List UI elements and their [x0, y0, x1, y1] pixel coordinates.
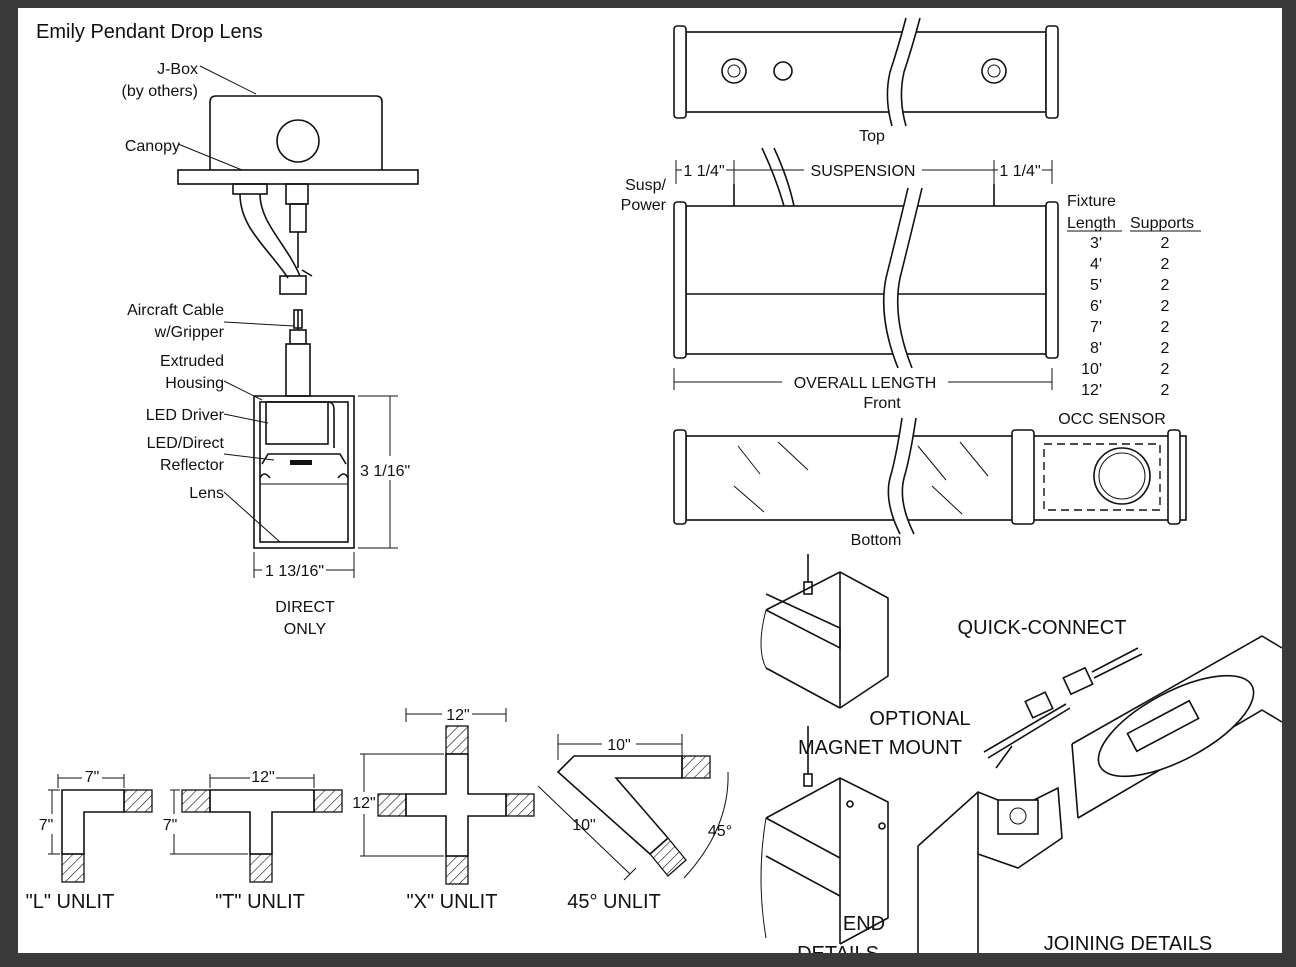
- table-cell-supports: 2: [1161, 298, 1170, 315]
- table-cell-supports: 2: [1161, 340, 1170, 357]
- quick-connect-label: QUICK-CONNECT: [958, 617, 1127, 639]
- lens-label: Lens: [189, 485, 224, 502]
- l-connector-label: "L" UNLIT: [26, 891, 115, 913]
- table-cell-supports: 2: [1161, 256, 1170, 273]
- front-view: 1 1/4" SUSPENSION 1 1/4" Susp/ Power OVE…: [621, 147, 1059, 412]
- led-direct-label-2: Reflector: [160, 457, 225, 474]
- led-driver-label: LED Driver: [146, 407, 225, 424]
- spec-drawing: Emily Pendant Drop Lens: [26, 17, 1282, 953]
- table-header-supports: Supports: [1130, 215, 1194, 232]
- canopy-label: Canopy: [125, 138, 180, 155]
- table-cell-supports: 2: [1161, 382, 1170, 399]
- angle-45-height: 10": [572, 817, 595, 834]
- top-view: Top: [673, 17, 1059, 145]
- table-cell-supports: 2: [1161, 319, 1170, 336]
- l-connector-height: 7": [39, 817, 54, 834]
- aircraft-cable-label-2: w/Gripper: [154, 324, 225, 341]
- magnet-mount-label-2: MAGNET MOUNT: [798, 737, 962, 759]
- aircraft-cable-label-1: Aircraft Cable: [127, 302, 224, 319]
- bottom-view: OCC SENSOR Bottom: [673, 411, 1187, 549]
- table-cell-length: 6': [1090, 298, 1102, 315]
- direct-only-label-2: ONLY: [284, 621, 327, 638]
- susp-power-label-1: Susp/: [625, 177, 666, 194]
- occ-sensor-label: OCC SENSOR: [1058, 411, 1166, 428]
- front-view-label: Front: [863, 395, 901, 412]
- joining-details-detail: [917, 635, 1282, 953]
- angle-45-label: 45° UNLIT: [567, 891, 661, 913]
- jbox-label-1: J-Box: [157, 61, 198, 78]
- drawing-sheet: Emily Pendant Drop Lens: [18, 8, 1282, 953]
- led-direct-label-1: LED/Direct: [147, 435, 225, 452]
- table-cell-length: 12': [1081, 382, 1102, 399]
- susp-power-label-2: Power: [621, 197, 667, 214]
- left-offset-dim: 1 1/4": [683, 163, 724, 180]
- end-details-detail: [760, 726, 889, 945]
- table-cell-length: 7': [1090, 319, 1102, 336]
- joining-details-label: JOINING DETAILS: [1044, 933, 1213, 953]
- table-header-fixture: Fixture: [1067, 193, 1116, 210]
- overall-length-dim: OVERALL LENGTH: [794, 375, 937, 392]
- suspension-dim: SUSPENSION: [811, 163, 916, 180]
- jbox-label-2: (by others): [122, 83, 198, 100]
- end-details-label-1: END: [843, 913, 885, 935]
- supports-table: Fixture Length Supports 3' 2 4' 2 5' 2 6' 2 7' 2 8…: [1067, 193, 1201, 399]
- magnet-mount-label-1: OPTIONAL: [869, 708, 970, 730]
- table-cell-length: 4': [1090, 256, 1102, 273]
- table-cell-length: 10': [1081, 361, 1102, 378]
- page-title: Emily Pendant Drop Lens: [36, 21, 263, 43]
- table-cell-supports: 2: [1161, 361, 1170, 378]
- l-connector: 7" 7" "L" UNLIT: [26, 769, 153, 913]
- angle-45-width: 10": [607, 737, 630, 754]
- angle-45-connector: 10" 10" 45° 45° UNLIT: [537, 734, 732, 913]
- extruded-housing-label-1: Extruded: [160, 353, 224, 370]
- table-cell-length: 5': [1090, 277, 1102, 294]
- extruded-housing-label-2: Housing: [165, 375, 224, 392]
- width-dimension: 1 13/16": [265, 563, 324, 580]
- top-view-label: Top: [859, 128, 885, 145]
- right-offset-dim: 1 1/4": [999, 163, 1040, 180]
- table-cell-supports: 2: [1161, 277, 1170, 294]
- table-header-length: Length: [1067, 215, 1116, 232]
- x-connector-label: "X" UNLIT: [407, 891, 498, 913]
- height-dimension: 3 1/16": [360, 463, 410, 480]
- t-connector-width: 12": [251, 769, 274, 786]
- quick-connect-detail: [983, 647, 1143, 759]
- bottom-view-label: Bottom: [851, 532, 902, 549]
- l-connector-width: 7": [85, 769, 100, 786]
- table-cell-length: 8': [1090, 340, 1102, 357]
- x-connector-width: 12": [446, 707, 469, 724]
- angle-45-angle: 45°: [708, 823, 732, 840]
- t-connector: 12" 7" "T" UNLIT: [163, 769, 343, 913]
- x-connector-height: 12": [352, 795, 375, 812]
- x-connector: 12" 12" "X" UNLIT: [352, 707, 535, 913]
- magnet-mount-detail: [760, 554, 889, 709]
- table-cell-length: 3': [1090, 235, 1102, 252]
- t-connector-height: 7": [163, 817, 178, 834]
- section-view: J-Box (by others) Canopy Aircraft Cable …: [122, 61, 419, 638]
- table-cell-supports: 2: [1161, 235, 1170, 252]
- direct-only-label-1: DIRECT: [275, 599, 335, 616]
- t-connector-label: "T" UNLIT: [215, 891, 305, 913]
- end-details-label-2: DETAILS: [797, 943, 879, 953]
